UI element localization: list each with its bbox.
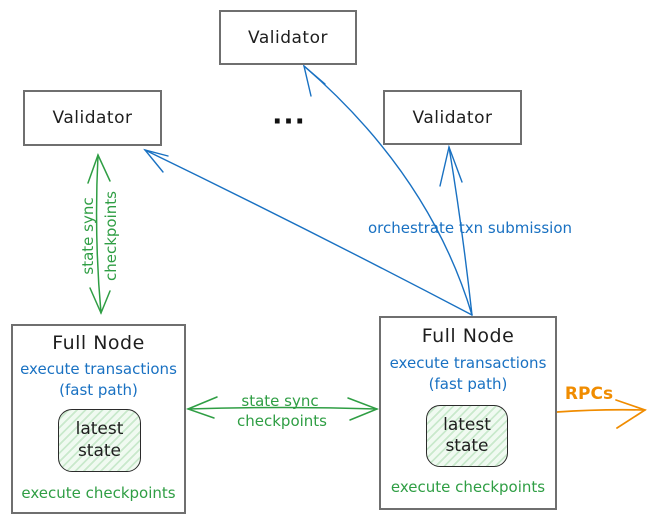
validator-right-label: Validator	[412, 107, 493, 128]
left-state-sync-label-line1: state sync	[79, 197, 97, 275]
full-node-right-fast-path: (fast path)	[428, 375, 508, 393]
latest-state-line1: latest	[75, 419, 124, 440]
blue-arrow-to-validator-left	[143, 148, 473, 316]
validators-ellipsis: ...	[272, 99, 306, 131]
validator-top-label: Validator	[248, 27, 328, 48]
left-state-sync-label-line2: checkpoints	[102, 191, 120, 281]
full-node-left-latest-state: latest state	[58, 409, 141, 472]
validator-top-box: Validator	[219, 10, 357, 65]
full-node-left-title: Full Node	[52, 332, 145, 354]
mid-state-sync-label-line2: checkpoints	[237, 412, 327, 430]
orange-arrow-rpcs	[556, 399, 647, 429]
rpcs-label: RPCs	[564, 384, 614, 404]
full-node-right-exec-checkpoints: execute checkpoints	[390, 478, 546, 496]
full-node-right-latest-state: latest state	[426, 405, 508, 467]
full-node-left-fast-path: (fast path)	[59, 381, 138, 399]
orchestrate-txn-label: orchestrate txn submission	[367, 219, 573, 237]
green-arrow-validator-fullnode	[87, 153, 111, 315]
latest-state-line1: latest	[443, 414, 491, 435]
latest-state-line2: state	[445, 436, 489, 456]
mid-state-sync-label-line1: state sync	[241, 392, 319, 410]
blue-arrow-to-validator-right	[439, 144, 473, 316]
green-arrow-fullnode-fullnode	[185, 396, 380, 421]
full-node-right-title: Full Node	[421, 325, 515, 347]
validator-right-box: Validator	[383, 90, 522, 145]
full-node-left-exec-transactions: execute transactions	[20, 360, 177, 378]
blue-arrow-to-validator-top	[302, 64, 473, 316]
validator-left-label: Validator	[52, 108, 133, 128]
full-node-right-exec-transactions: execute transactions	[389, 354, 547, 372]
validator-left-box: Validator	[23, 90, 162, 146]
latest-state-line2: state	[77, 440, 122, 461]
full-node-left-exec-checkpoints: execute checkpoints	[21, 484, 176, 502]
